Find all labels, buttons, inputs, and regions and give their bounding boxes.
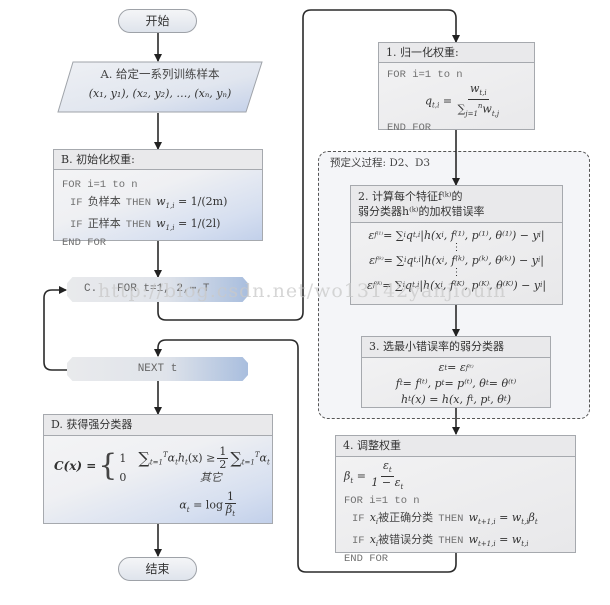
end-terminal: 结束	[118, 557, 197, 581]
step-b-rule: IF 正样本 THEN w1,i = 1/(2l)	[70, 217, 221, 233]
step-2-title-line1: 2. 计算每个特征f⁽ᵏ⁾的	[358, 190, 463, 203]
end-label: 结束	[145, 562, 170, 576]
step-4-end-for: END FOR	[344, 553, 389, 566]
step-b-title: B. 初始化权重:	[54, 150, 262, 170]
step-a-input: A. 给定一系列训练样本 (x₁, y₁), (x₂, y₂), …, (xₙ,…	[58, 64, 262, 104]
step-b-rule: IF 负样本 THEN w1,i = 1/(2m)	[70, 195, 228, 211]
arrow-next-loop-to-c	[43, 286, 67, 371]
step-3-title: 3. 选最小错误率的弱分类器	[362, 337, 550, 358]
step-1-normalize-weights: 1. 归一化权重: FOR i=1 to n qt,i = wt,i∑j=1nw…	[378, 42, 535, 134]
step-a-samples: (x₁, y₁), (x₂, y₂), …, (xₙ, yₙ)	[88, 87, 232, 100]
step-4-rule: IF xi被错误分类 THEN wt+1,i = wt,i	[352, 533, 529, 549]
start-terminal: 开始	[118, 9, 197, 33]
step-c-label: C. FOR t=1, 2,⋯,T	[84, 283, 210, 295]
step-1-for: FOR i=1 to n	[387, 69, 463, 81]
step-b-for: FOR i=1 to n	[62, 179, 138, 191]
predefined-process-label: 预定义过程: D2、D3	[330, 157, 431, 169]
step-b-init-weights: B. 初始化权重: FOR i=1 to n IF 负样本 THEN w1,i …	[53, 149, 263, 249]
step-1-title: 1. 归一化权重:	[379, 43, 534, 63]
step-4-title: 4. 调整权重	[336, 436, 575, 457]
step-1-formula: qt,i = wt,i∑j=1nwt,j	[425, 82, 500, 119]
step-4-rule: IF xi被正确分类 THEN wt+1,i = wt,iβt	[352, 510, 538, 527]
step-c-loop-start	[67, 277, 248, 302]
step-2-title-line2: 弱分类器h⁽ᵏ⁾的加权错误率	[358, 205, 485, 218]
start-label: 开始	[145, 14, 170, 28]
next-label: NEXT t	[137, 363, 178, 375]
step-a-title: A. 给定一系列训练样本	[100, 67, 220, 81]
step-1-end-for: END FOR	[387, 122, 432, 135]
next-loop-end	[67, 357, 248, 381]
vertical-ellipsis: ⋮	[451, 242, 462, 253]
step-b-end-for: END FOR	[62, 237, 107, 250]
step-4-for: FOR i=1 to n	[344, 494, 420, 507]
vertical-ellipsis: ⋮	[451, 267, 462, 278]
arrow-c-to-step1	[157, 9, 460, 321]
arrow-step4-to-next	[154, 339, 457, 573]
step-d-title: D. 获得强分类器	[44, 415, 272, 436]
step-a-shape	[57, 61, 263, 113]
